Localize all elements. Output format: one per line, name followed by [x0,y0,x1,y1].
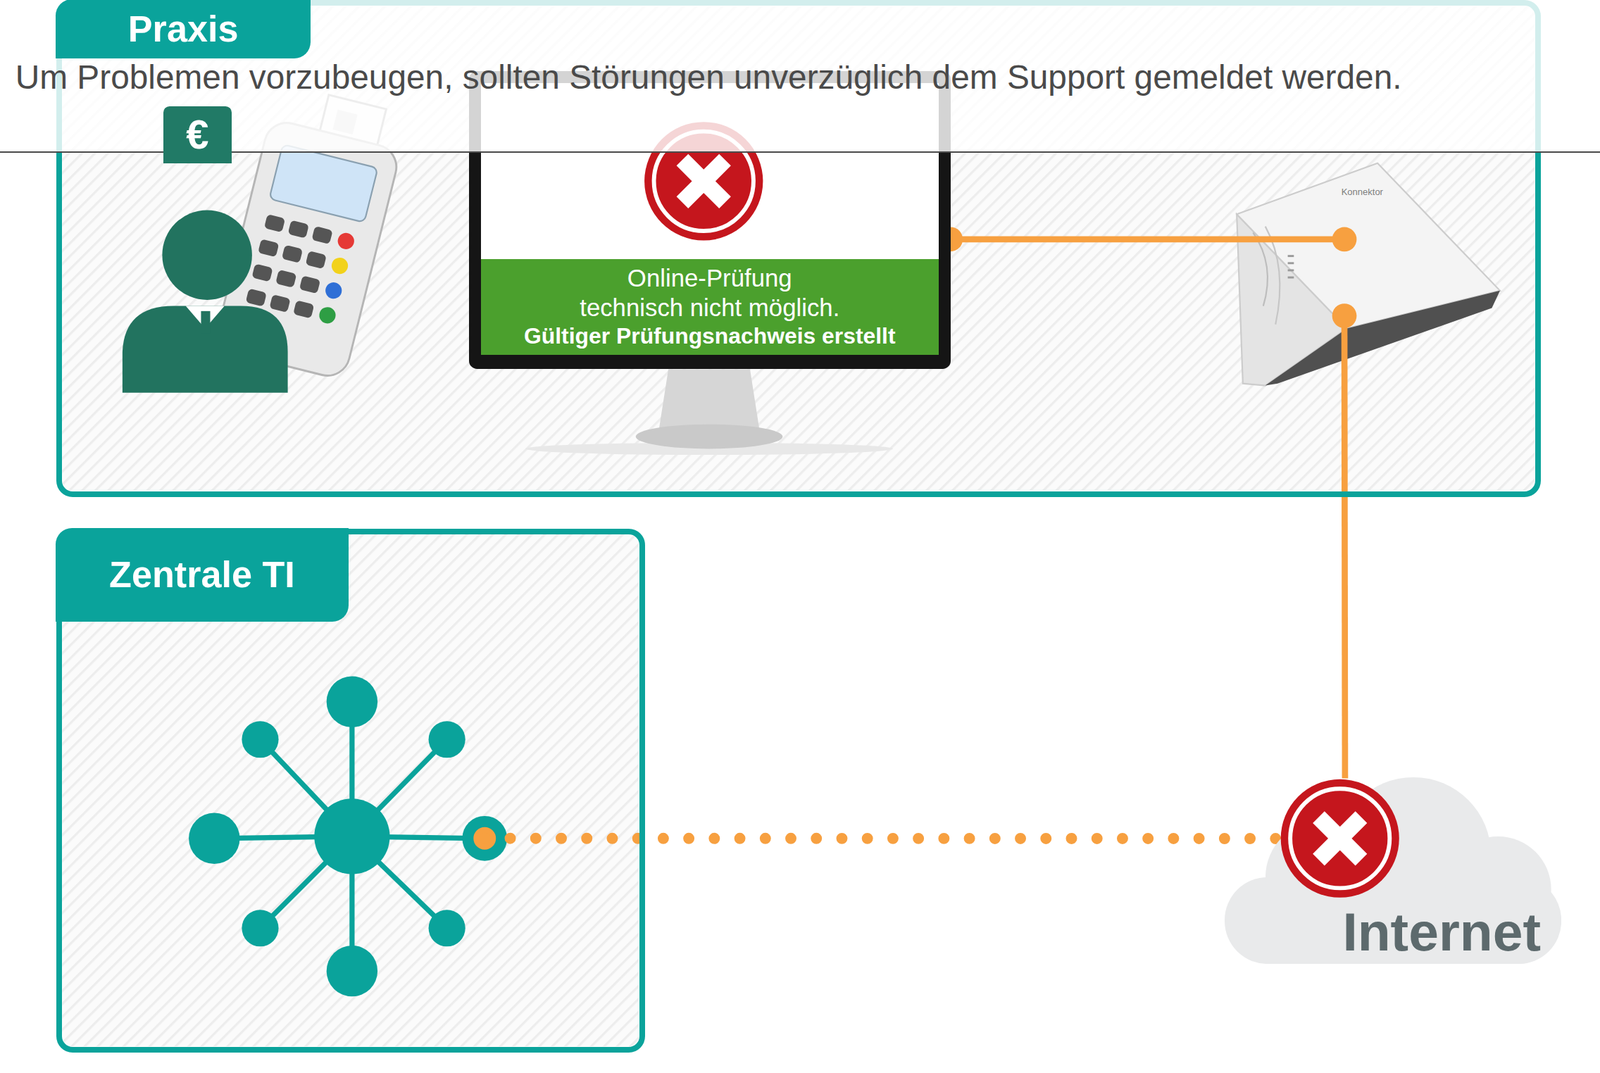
connector-dot [1332,303,1358,329]
connector-group [938,226,1357,252]
konnektor-device [1288,276,1295,279]
euro-symbol: € [163,106,232,164]
network-hub-icon [326,676,378,727]
network-hub-icon [326,945,378,997]
network-cable [1341,316,1349,779]
connector-group [1332,303,1358,779]
notice-text: Um Problemen vorzubeugen, sollten Störun… [15,57,1403,98]
card-terminal [335,230,356,251]
card-terminal [292,300,315,319]
konnektor-device [1252,232,1268,306]
cloud-label: Internet [1342,904,1541,960]
region-tab-label: Zentrale TI [55,528,349,622]
region-tab-label: Praxis [55,0,311,59]
person-icon [200,311,210,334]
central-ti-region: Zentrale TI [56,528,646,1054]
person-icon [161,209,253,300]
status-message: Gültiger Prüfungsnachweis erstellt [490,322,929,350]
error-icon [644,121,763,241]
card-terminal [245,288,267,308]
network-hub-icon [188,676,508,997]
internet-cloud: Internet [1224,775,1562,965]
cloud-shape [1224,777,1562,965]
card-terminal [323,280,344,301]
konnektor-device [1288,254,1295,258]
konnektor-device [1236,163,1500,386]
person-icon [122,209,289,393]
card-terminal [305,250,327,270]
konnektor-device: Konnektor [1223,152,1500,388]
connector-group [484,838,1281,839]
card-terminal [269,144,378,223]
card-terminal [245,214,334,319]
card-terminal [257,238,279,258]
error-icon [1318,817,1362,861]
card-terminal [251,263,273,282]
network-cable [950,235,1345,243]
konnektor-device [1265,290,1500,386]
network-hub-icon [188,813,240,865]
card-terminal [281,245,303,264]
card-terminal [311,226,333,245]
network-hub-icon [241,909,279,947]
error-icon [1280,779,1399,898]
card-terminal [317,305,338,326]
card-terminal [264,214,286,233]
konnektor-device [1288,269,1295,272]
network-hub-icon [314,798,390,874]
konnektor-device [1288,261,1295,265]
konnektor-device [1288,254,1295,279]
person-icon [122,306,289,393]
notice-text-holder: Um Problemen vorzubeugen, sollten Störun… [15,57,1403,98]
card-terminal [329,255,350,276]
status-band: Online-Prüfung technisch nicht möglich.G… [480,259,939,355]
dotted-connection [484,833,1281,845]
euro-symbol-holder: € [163,106,232,164]
network-hub-icon [428,721,466,758]
device-label: Konnektor [1341,186,1384,198]
status-message: Online-Prüfung technisch nicht möglich. [576,264,844,323]
network-hub-icon [241,721,279,758]
monitor-stand [635,424,784,450]
connector-dot [1332,227,1358,253]
region-hatching [61,6,1535,1048]
card-terminal [275,269,297,289]
error-icon [682,159,726,203]
error-icon [1290,788,1390,889]
network-hub-icon [428,909,466,947]
error-icon [653,130,753,231]
card-terminal [299,275,321,294]
card-terminal [269,294,291,313]
monitor-stand [525,369,893,455]
card-terminal [288,220,310,239]
